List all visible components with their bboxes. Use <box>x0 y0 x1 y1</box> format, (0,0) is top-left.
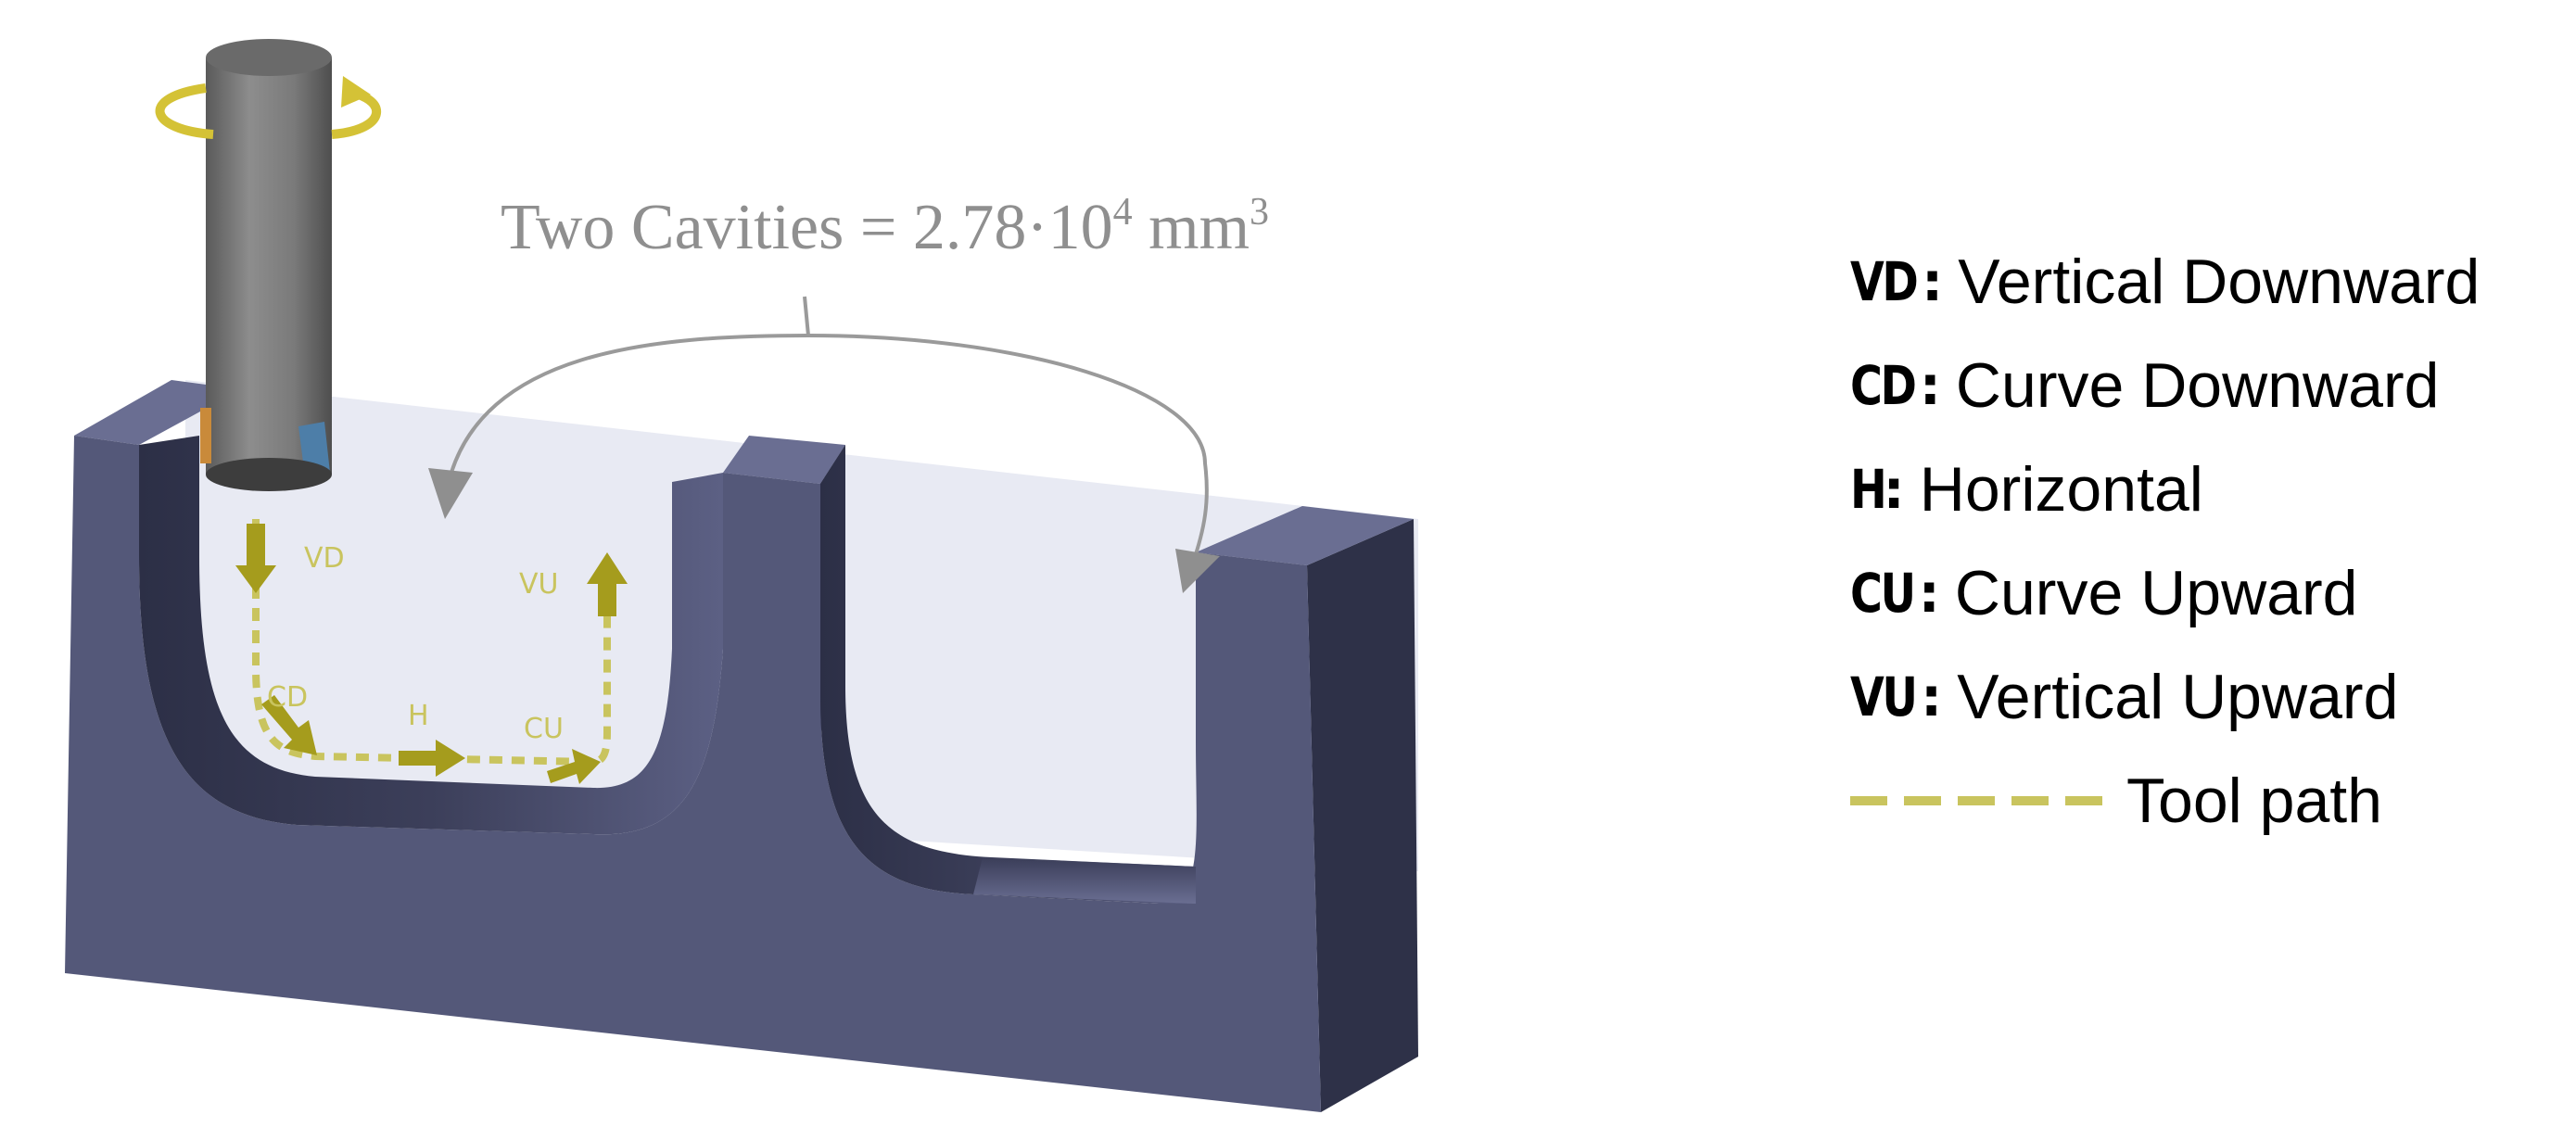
legend-abbr: CD <box>1850 354 1917 417</box>
h-arrow-icon <box>399 740 465 777</box>
tool-path-swatch <box>1850 796 2102 805</box>
workpiece-side-face <box>1307 519 1418 1112</box>
label-cu: CU <box>524 713 564 745</box>
tool-shank <box>206 57 332 475</box>
label-vd: VD <box>304 542 345 575</box>
label-h: H <box>408 700 429 732</box>
legend-desc: Horizontal <box>1919 454 2203 525</box>
rotation-arrowhead-icon <box>341 76 371 108</box>
legend: VD:Vertical Downward CD:Curve Downward H… <box>1850 230 2555 853</box>
workpiece-front-face <box>65 436 1321 1112</box>
legend-row-cd: CD:Curve Downward <box>1850 350 2440 421</box>
cavity-2-floor <box>973 857 1196 904</box>
workpiece-middle-top <box>723 436 845 484</box>
cd-arrow-icon <box>261 695 317 755</box>
legend-desc: Vertical Upward <box>1957 662 2399 732</box>
tool-top <box>206 39 332 76</box>
legend-row-vd: VD:Vertical Downward <box>1850 247 2481 317</box>
legend-row-vu: VU:Vertical Upward <box>1850 662 2399 732</box>
volume-callout: Two Cavities = 2.78·104 mm3 <box>428 191 1269 593</box>
workpiece-right-top <box>1196 506 1414 565</box>
legend-desc: Curve Downward <box>1955 350 2440 421</box>
label-vu: VU <box>519 568 558 601</box>
callout-arrowhead-right <box>1175 549 1220 593</box>
legend-desc: Curve Upward <box>1954 558 2358 628</box>
cavity-1-shading <box>139 436 723 835</box>
workpiece <box>65 380 1418 1112</box>
legend-tool-path-label: Tool path <box>2126 766 2382 836</box>
legend-row-cu: CU:Curve Upward <box>1850 558 2358 628</box>
legend-row-h: H:Horizontal <box>1850 454 2203 525</box>
legend-abbr: VD <box>1850 250 1919 313</box>
cu-arrow-icon <box>547 749 601 784</box>
tool-path: VD CD H CU VU <box>235 519 628 784</box>
legend-abbr: VU <box>1850 665 1918 728</box>
callout-bracket <box>447 333 1209 566</box>
vd-arrow-icon <box>235 524 276 593</box>
volume-label: Two Cavities = 2.78·104 mm3 <box>501 191 1269 263</box>
callout-arrowhead-left <box>428 468 473 519</box>
legend-abbr: H <box>1850 458 1887 521</box>
workpiece-left-top <box>74 380 241 445</box>
label-cd: CD <box>267 681 308 714</box>
tool-path-line <box>252 519 611 766</box>
tool-tip <box>206 458 332 491</box>
vu-arrow-icon <box>587 552 628 616</box>
legend-row-tool-path: Tool path <box>1850 749 2555 853</box>
legend-abbr: CU <box>1850 562 1916 625</box>
legend-desc: Vertical Downward <box>1958 247 2481 317</box>
tool-collar <box>200 408 211 463</box>
milling-tool <box>155 39 382 491</box>
callout-stem <box>803 296 810 336</box>
